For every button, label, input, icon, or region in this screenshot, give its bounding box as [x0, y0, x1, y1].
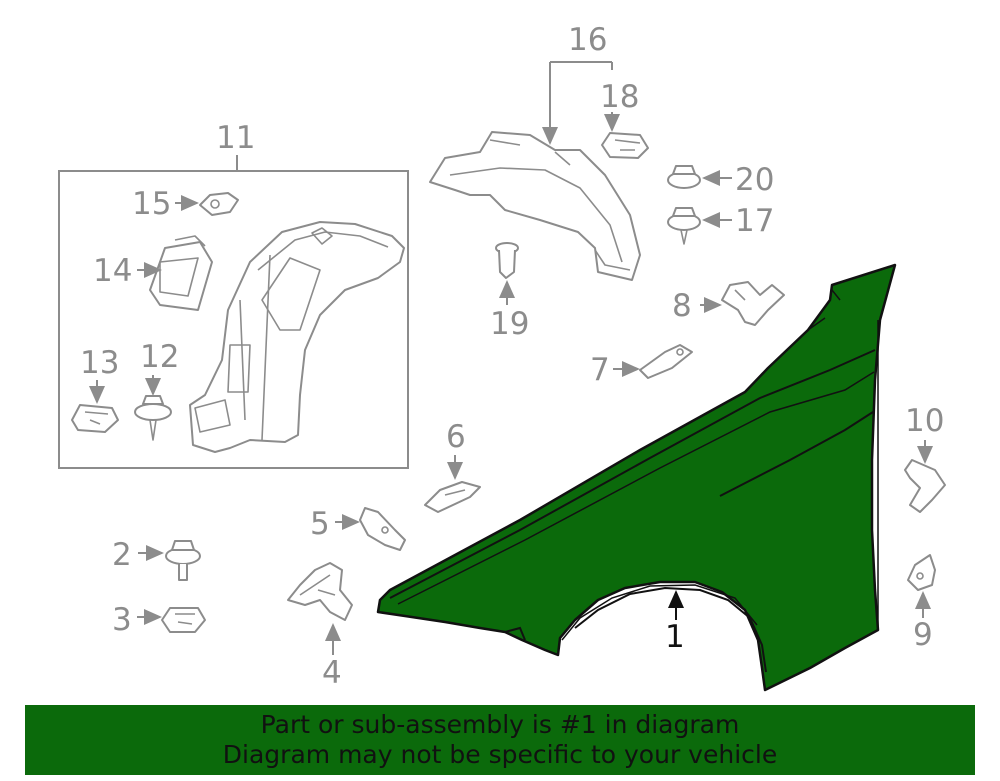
part-17-bolt[interactable]: [667, 207, 701, 245]
part-3-clip-nut[interactable]: [161, 607, 206, 633]
callout-19: 19: [490, 306, 529, 342]
callout-7: 7: [590, 352, 610, 388]
part-16-splash-shield[interactable]: [429, 131, 641, 281]
callout-1: 1: [665, 619, 685, 655]
banner-line-2: Diagram may not be specific to your vehi…: [222, 740, 778, 769]
part-18-clip[interactable]: [601, 132, 649, 159]
callout-20: 20: [735, 162, 774, 198]
callout-11: 11: [216, 120, 255, 156]
part-6-bracket[interactable]: [424, 481, 481, 513]
info-banner: Part or sub-assembly is #1 in diagram Di…: [25, 705, 975, 775]
callout-9: 9: [913, 617, 933, 653]
part-9-bracket[interactable]: [907, 554, 936, 591]
callout-18: 18: [600, 79, 639, 115]
callout-14: 14: [93, 253, 132, 289]
callout-13: 13: [80, 345, 119, 381]
part-2-bolt[interactable]: [165, 540, 201, 581]
callout-5: 5: [310, 506, 330, 542]
part-5-bracket[interactable]: [359, 507, 406, 551]
part-19-push-pin[interactable]: [495, 242, 519, 279]
callout-8: 8: [672, 288, 692, 324]
part-14-pad[interactable]: [149, 235, 213, 311]
callout-2: 2: [112, 537, 132, 573]
parts-diagram: 1 2 3 4 5 6 7 8 9 10 11 12 13 14 15 16 1…: [58, 22, 946, 692]
part-15-clip[interactable]: [199, 192, 239, 216]
part-11-fender-liner[interactable]: [189, 221, 405, 453]
callout-10: 10: [905, 403, 944, 439]
part-1-fender[interactable]: [376, 263, 897, 692]
group-box-11: [58, 170, 409, 469]
callout-4: 4: [322, 655, 342, 691]
callout-16: 16: [568, 22, 607, 58]
part-7-bracket[interactable]: [639, 344, 693, 379]
part-10-seal[interactable]: [904, 459, 946, 513]
part-20-nut[interactable]: [667, 165, 701, 189]
callout-12: 12: [140, 339, 179, 375]
banner-line-1: Part or sub-assembly is #1 in diagram: [260, 710, 740, 739]
part-12-bolt[interactable]: [134, 395, 172, 441]
callout-6: 6: [446, 419, 466, 455]
part-4-bracket[interactable]: [287, 562, 353, 621]
part-13-clip-nut[interactable]: [71, 404, 119, 433]
part-8-bracket[interactable]: [721, 281, 785, 326]
callout-3: 3: [112, 602, 132, 638]
callout-15: 15: [132, 186, 171, 222]
callout-17: 17: [735, 203, 774, 239]
